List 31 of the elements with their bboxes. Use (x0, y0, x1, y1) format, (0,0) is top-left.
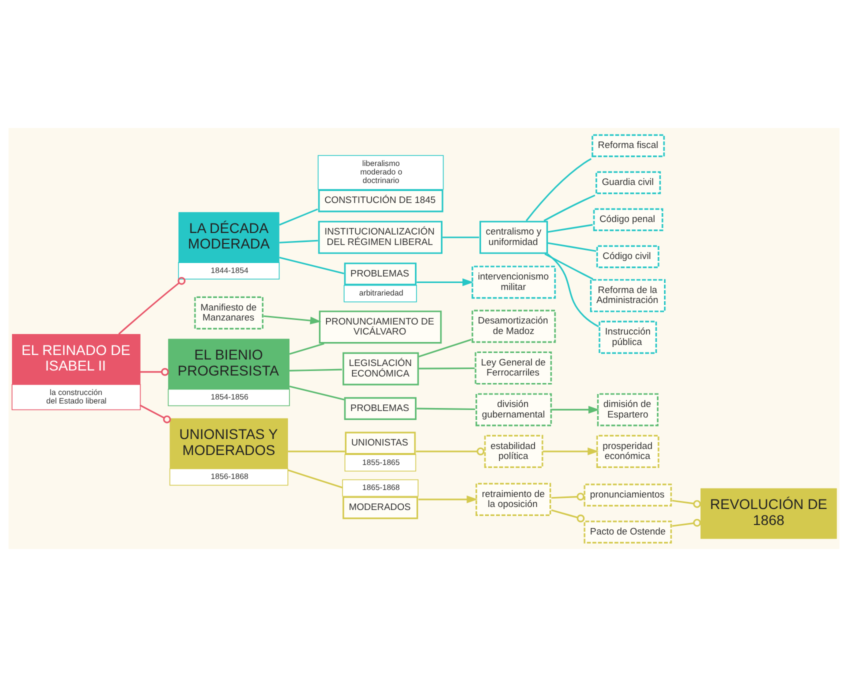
connector (140, 368, 169, 376)
arrow (542, 448, 599, 456)
connector (442, 236, 480, 238)
connector (140, 404, 171, 424)
connector (290, 368, 342, 372)
connector (551, 492, 584, 501)
connector (289, 386, 344, 400)
connector (118, 276, 186, 335)
connector (279, 208, 318, 226)
connector (544, 253, 594, 280)
arrow (416, 278, 474, 286)
connector (288, 469, 343, 488)
connector (279, 256, 344, 274)
connector (548, 224, 593, 233)
connector (526, 158, 592, 222)
connector (279, 240, 318, 244)
connector (546, 253, 599, 328)
arrow (552, 406, 600, 414)
connector (551, 509, 585, 522)
connector (289, 342, 324, 355)
connector (418, 338, 472, 358)
connector (672, 518, 701, 527)
arrow (264, 315, 322, 324)
connector (418, 367, 475, 370)
connector (288, 450, 345, 452)
arrow (418, 496, 478, 504)
connector (544, 194, 596, 222)
connector (548, 242, 596, 252)
connector (672, 500, 701, 508)
connector (416, 447, 484, 456)
connector (416, 408, 476, 410)
